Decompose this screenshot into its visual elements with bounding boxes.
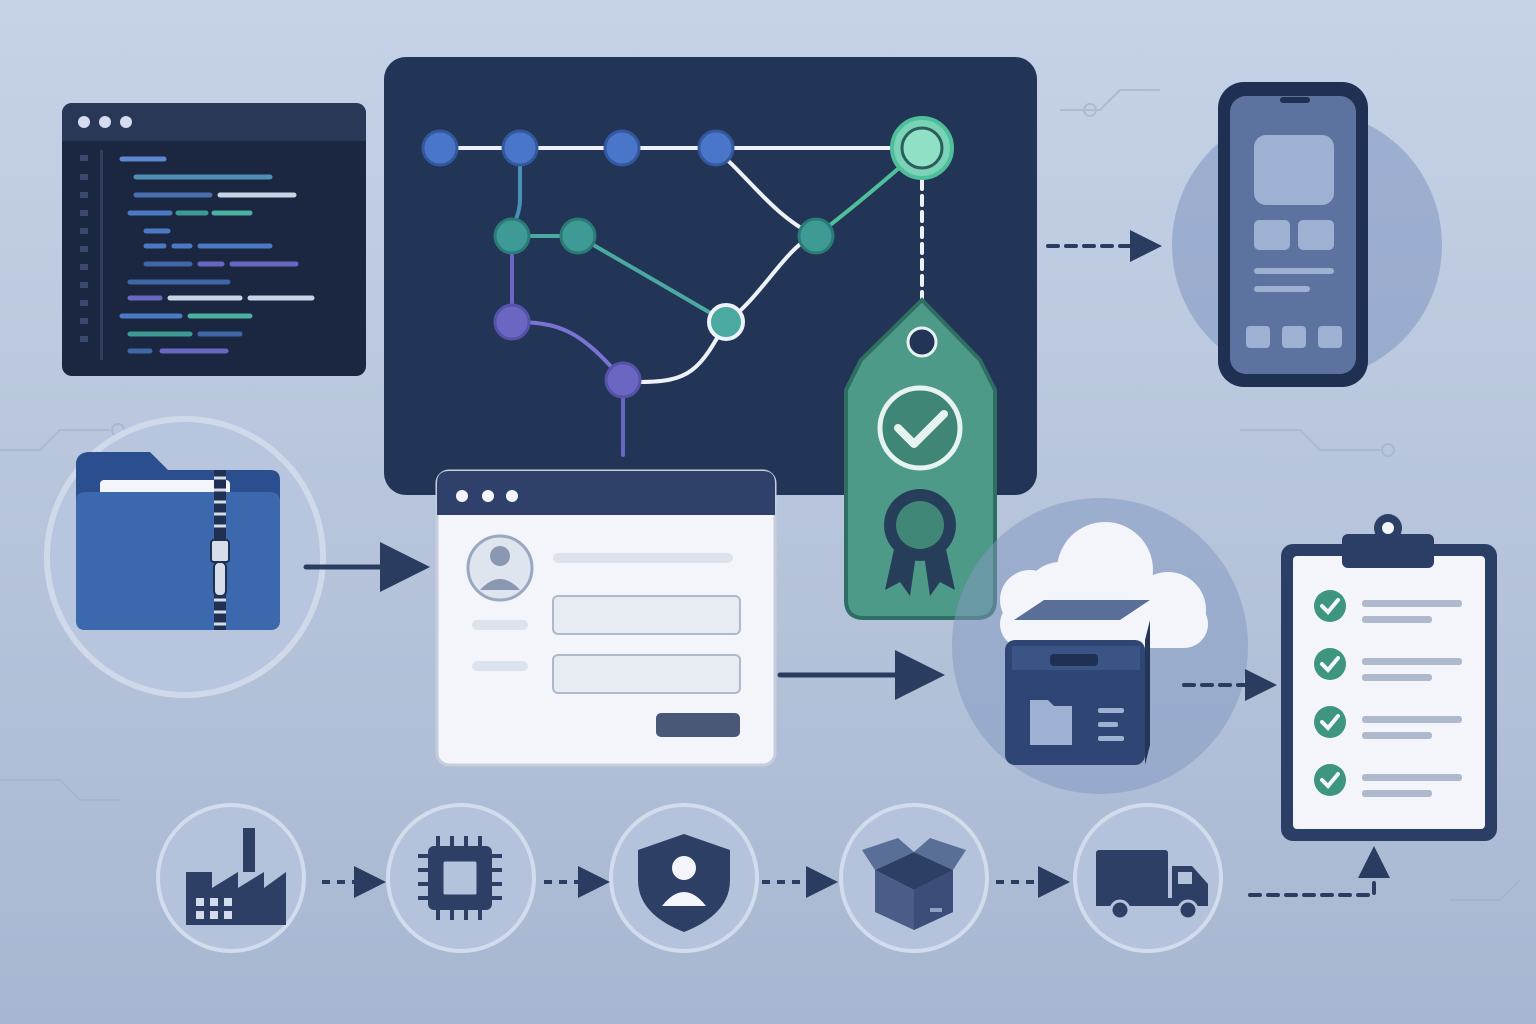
zipper <box>210 470 230 630</box>
window-dot <box>506 490 518 502</box>
release-tag-icon <box>844 297 997 620</box>
zip-folder-icon <box>44 416 326 698</box>
commit-nodes <box>421 116 954 399</box>
checklist-clipboard-icon <box>1281 514 1497 841</box>
check-item <box>1314 706 1462 739</box>
flow-arrows <box>303 230 1390 897</box>
window-dot <box>120 116 132 128</box>
window-dot <box>456 490 468 502</box>
form-field <box>552 654 741 694</box>
commit-node <box>559 217 597 255</box>
window-dot <box>482 490 494 502</box>
award-badge-icon <box>884 489 956 596</box>
commit-node <box>501 129 539 167</box>
dashed-arrow <box>1248 846 1390 897</box>
shield-user-icon <box>638 834 730 932</box>
commit-node <box>697 129 735 167</box>
avatar-icon <box>466 534 534 602</box>
form-submit-button <box>656 713 740 737</box>
form-field <box>552 595 741 635</box>
commit-node <box>604 361 642 399</box>
checklist-items <box>1314 590 1462 797</box>
window-dot <box>78 116 90 128</box>
factory-icon <box>186 828 286 925</box>
window-dot <box>99 116 111 128</box>
truck-icon <box>1096 850 1208 921</box>
commit-node <box>493 303 531 341</box>
commit-node <box>603 129 641 167</box>
commit-node <box>797 217 835 255</box>
code-editor-icon <box>62 103 366 376</box>
commit-node <box>421 129 459 167</box>
phone-icon <box>1172 82 1442 387</box>
pipeline <box>156 803 1223 953</box>
check-item <box>1314 590 1462 623</box>
check-item <box>1314 648 1462 681</box>
open-box-icon <box>862 838 966 930</box>
form-window-icon <box>435 469 777 767</box>
commit-node <box>707 303 745 341</box>
commit-node <box>493 217 531 255</box>
chip-icon <box>418 836 502 920</box>
check-icon <box>877 385 963 471</box>
cloud-storage-icon <box>952 498 1248 794</box>
check-item <box>1314 764 1462 797</box>
